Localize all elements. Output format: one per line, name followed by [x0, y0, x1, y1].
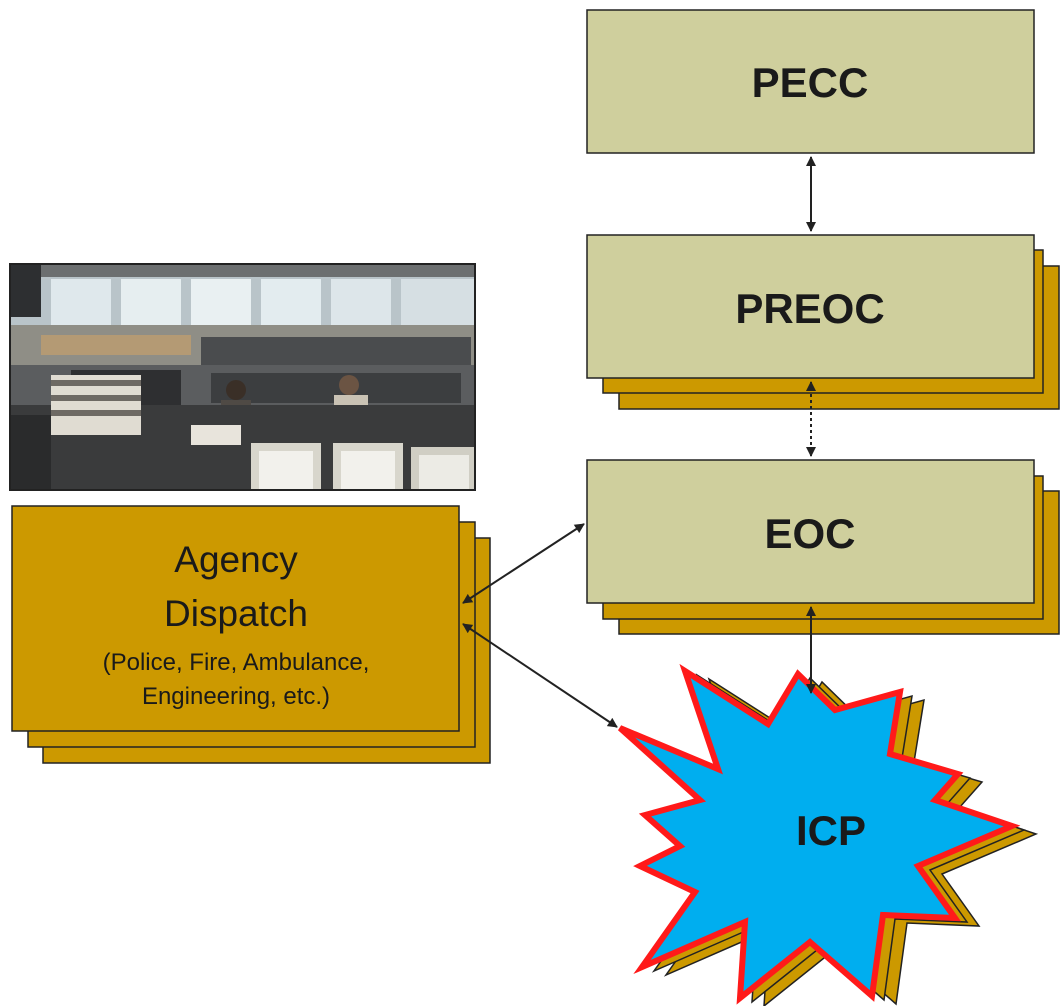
- agency-detail-line2: Engineering, etc.): [142, 683, 330, 710]
- agency-title-line2: Dispatch: [164, 593, 308, 634]
- agency-title-line1: Agency: [174, 539, 298, 580]
- photo-illustration: [11, 265, 474, 489]
- pecc-label: PECC: [752, 59, 869, 106]
- eoc-box: EOC: [586, 459, 1060, 635]
- connector-agency-icp: [462, 623, 618, 728]
- dispatch-center-photo: [9, 263, 476, 491]
- agency-detail-line1: (Police, Fire, Ambulance,: [103, 649, 370, 676]
- icp-label: ICP: [796, 807, 866, 854]
- agency-dispatch-box: Agency Dispatch (Police, Fire, Ambulance…: [11, 505, 491, 764]
- icp-main: [617, 663, 1021, 1005]
- preoc-box: PREOC: [586, 234, 1060, 410]
- connector-agency-eoc: [462, 523, 585, 604]
- eoc-label: EOC: [764, 510, 855, 557]
- icp-burst: ICP: [617, 663, 1039, 1006]
- preoc-label: PREOC: [735, 285, 884, 332]
- pecc-box: PECC: [586, 9, 1035, 154]
